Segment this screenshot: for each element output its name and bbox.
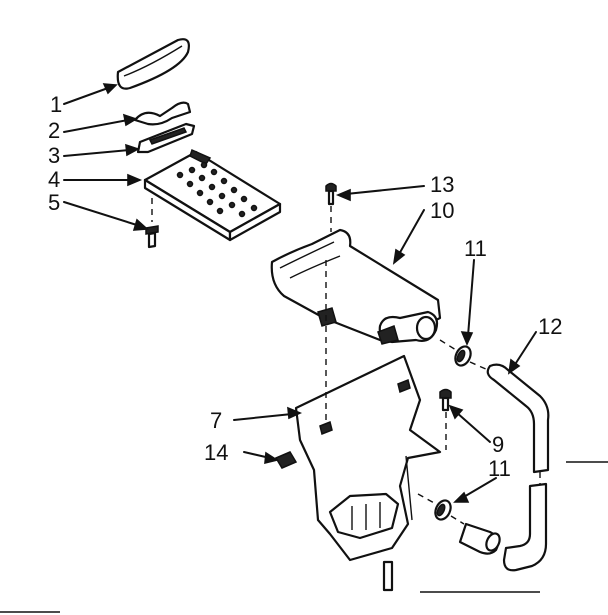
part-11-ring-upper <box>454 345 472 367</box>
callout-2: 2 <box>48 118 60 143</box>
callout-11-upper: 11 <box>464 236 487 261</box>
hose-fitting <box>458 522 501 555</box>
callout-13: 13 <box>430 172 454 197</box>
part-11-ring-lower <box>434 499 452 521</box>
callout-1: 1 <box>50 92 62 117</box>
part-7-bracket <box>294 260 442 592</box>
part-3-bracket <box>136 122 196 154</box>
callout-14: 14 <box>204 440 228 465</box>
part-2-clip <box>133 101 192 126</box>
part-14-clip <box>274 451 298 469</box>
callout-4: 4 <box>48 167 60 192</box>
callout-12: 12 <box>538 314 562 339</box>
part-12-hose <box>486 363 550 572</box>
part-13-screw <box>325 182 337 232</box>
leader-lines <box>63 83 537 503</box>
part-9-screw <box>439 388 452 450</box>
callout-3: 3 <box>48 143 60 168</box>
part-4-tray <box>143 148 282 242</box>
callout-9: 9 <box>492 432 504 457</box>
callout-7: 7 <box>210 408 222 433</box>
part-5-screw <box>145 198 159 249</box>
part-1-cover <box>116 38 190 90</box>
callout-10: 10 <box>430 198 454 223</box>
part-10-housing <box>270 228 442 345</box>
callout-5: 5 <box>48 190 60 215</box>
callout-11-lower: 11 <box>488 456 511 481</box>
